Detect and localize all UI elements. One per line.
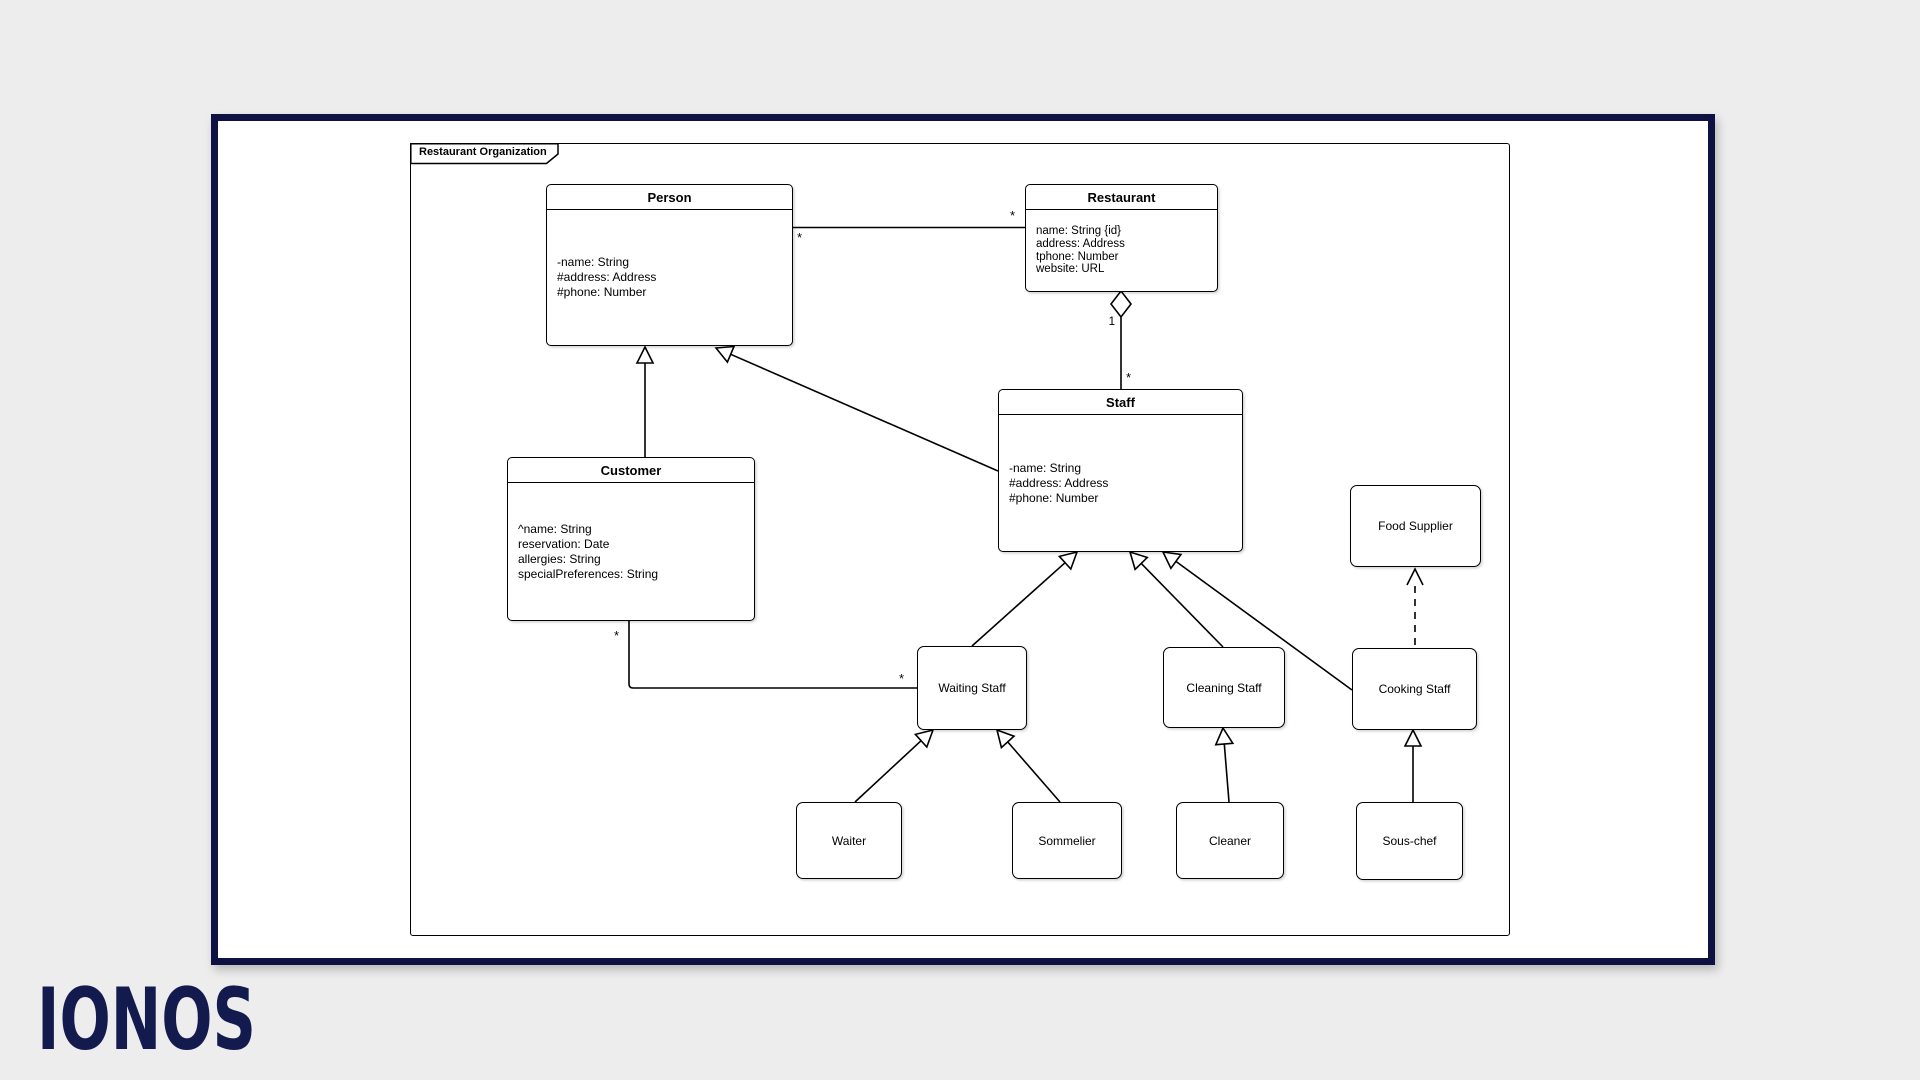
class-customer-title: Customer [508, 458, 754, 483]
class-person: Person -name: String #address: Address #… [546, 184, 793, 346]
node-waiter: Waiter [796, 802, 902, 879]
multiplicity-person-end: * [797, 230, 803, 245]
multiplicity-customer-end: * [614, 628, 620, 643]
ionos-logo-text: IONOS [37, 985, 256, 1063]
node-cleaning-staff-label: Cleaning Staff [1186, 680, 1262, 695]
generalization-cookingstaff-staff [1161, 551, 1353, 691]
frame-tab [410, 143, 559, 165]
node-waiter-label: Waiter [831, 833, 867, 848]
class-staff-title: Staff [999, 390, 1242, 415]
generalization-waitingstaff-staff [971, 550, 1079, 647]
attribute: reservation: Date [518, 536, 610, 551]
multiplicity-waitingstaff-end: * [899, 671, 905, 686]
attribute: -name: String [557, 255, 630, 269]
class-restaurant-attributes: name: String {id} address: Address tphon… [1026, 210, 1217, 291]
generalization-sommelier-waitingstaff [995, 728, 1061, 803]
node-sommelier: Sommelier [1012, 802, 1122, 879]
attribute: tphone: Number [1036, 250, 1119, 263]
attribute: #phone: Number [557, 285, 647, 299]
class-customer-attributes: ^name: String reservation: Date allergie… [508, 483, 754, 620]
attribute: ^name: String [518, 521, 592, 536]
attribute: #address: Address [557, 270, 657, 284]
node-sous-chef-label: Sous-chef [1382, 834, 1437, 848]
node-sommelier-label: Sommelier [1038, 833, 1096, 848]
attribute: -name: String [1009, 460, 1082, 475]
multiplicity-restaurant-aggregate-end: 1 [1108, 316, 1115, 328]
node-cooking-staff: Cooking Staff [1352, 648, 1477, 730]
frame-tab-label: Restaurant Organization [419, 146, 547, 158]
attribute: website: URL [1036, 263, 1105, 276]
attribute: #address: Address [1009, 475, 1109, 490]
node-waiting-staff-label: Waiting Staff [938, 681, 1006, 695]
generalization-customer-person [635, 345, 655, 457]
attribute: specialPreferences: String [518, 566, 659, 581]
generalization-cleaner-cleaningstaff [1214, 726, 1235, 803]
class-person-attributes: -name: String #address: Address #phone: … [547, 210, 792, 345]
node-food-supplier-label: Food Supplier [1378, 519, 1453, 533]
association-customer-waitingstaff [628, 621, 917, 689]
node-cleaner: Cleaner [1176, 802, 1284, 879]
node-food-supplier: Food Supplier [1350, 485, 1481, 567]
class-restaurant-title: Restaurant [1026, 185, 1217, 210]
ionos-logo: IONOS [37, 985, 256, 1063]
multiplicity-staff-end: * [1126, 370, 1132, 385]
aggregation-restaurant-staff [1109, 289, 1133, 389]
multiplicity-restaurant-end: * [1010, 208, 1016, 223]
class-staff-attributes: -name: String #address: Address #phone: … [999, 415, 1242, 551]
attribute: name: String {id} [1036, 224, 1122, 237]
attribute: allergies: String [518, 551, 601, 566]
dependency-cookingstaff-foodsupplier [1406, 567, 1424, 648]
attribute: #phone: Number [1009, 490, 1099, 505]
node-waiting-staff: Waiting Staff [917, 646, 1027, 730]
generalization-cleaningstaff-staff [1128, 550, 1224, 648]
attribute: address: Address [1036, 237, 1125, 250]
class-restaurant: Restaurant name: String {id} address: Ad… [1025, 184, 1218, 292]
node-cleaner-label: Cleaner [1208, 833, 1252, 848]
generalization-waiter-waitingstaff [854, 728, 935, 803]
class-customer: Customer ^name: String reservation: Date… [507, 457, 755, 621]
generalization-staff-person [714, 345, 999, 472]
node-cooking-staff-label: Cooking Staff [1378, 682, 1451, 696]
node-sous-chef: Sous-chef [1356, 802, 1463, 880]
generalization-souschef-cookingstaff [1403, 728, 1423, 802]
class-person-title: Person [547, 185, 792, 210]
class-staff: Staff -name: String #address: Address #p… [998, 389, 1243, 552]
node-cleaning-staff: Cleaning Staff [1163, 647, 1285, 728]
